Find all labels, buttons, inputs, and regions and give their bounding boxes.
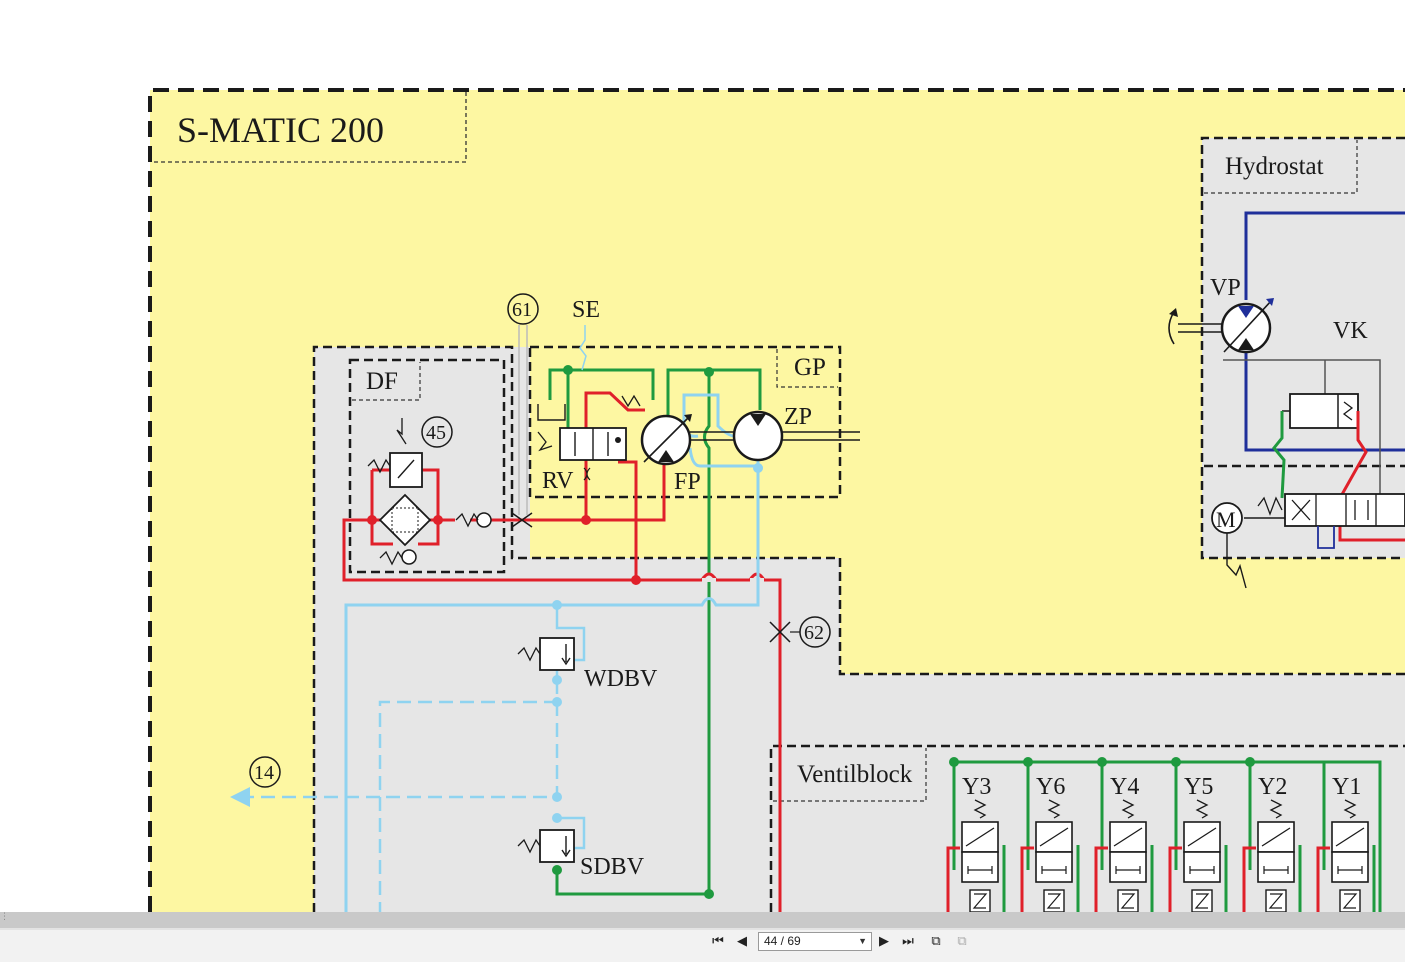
- resize-grip-icon[interactable]: ⋮: [0, 912, 9, 922]
- return-line: [688, 447, 760, 468]
- df-label: DF: [366, 368, 398, 395]
- next-page-icon[interactable]: ▶: [879, 933, 889, 949]
- two-page-view-icon[interactable]: ⧉: [957, 933, 967, 949]
- valve-label: Y3: [962, 774, 991, 800]
- first-page-icon[interactable]: ⏮: [712, 933, 724, 949]
- last-page-icon[interactable]: ⏭: [902, 933, 914, 949]
- return-line: [344, 466, 760, 912]
- marker-45: 45: [426, 422, 446, 444]
- rv-label: RV: [542, 468, 574, 494]
- page-number-value: 44 / 69: [764, 934, 801, 948]
- valve-y6: Y6: [1020, 757, 1080, 912]
- motor-label: M: [1216, 507, 1236, 532]
- control-line: [548, 368, 655, 400]
- hydrostat-line: [1244, 211, 1405, 300]
- gp-box: [528, 345, 842, 499]
- control-line: [666, 368, 762, 420]
- single-page-view-icon[interactable]: ⧉: [931, 933, 941, 949]
- lower-gray-area: [314, 347, 1405, 912]
- valve-label: Y5: [1184, 774, 1213, 800]
- fp-label: FP: [674, 469, 701, 495]
- zp-label: ZP: [784, 404, 812, 430]
- valve-stack: Y3 Y6 Y4 Y5 Y2 Y1: [946, 757, 1376, 912]
- zp-pump-symbol: [732, 410, 784, 462]
- valve-y2: Y2: [1242, 757, 1302, 912]
- valve-label: Y6: [1036, 774, 1065, 800]
- pressure-line: [618, 460, 638, 580]
- wdbv-label: WDBV: [584, 666, 658, 692]
- viewer-toolbar: [0, 912, 1405, 962]
- hydrostat-label: Hydrostat: [1225, 153, 1324, 180]
- gp-label: GP: [794, 354, 826, 381]
- valve-label: Y4: [1110, 774, 1139, 800]
- hydrostat-box: [1200, 136, 1405, 560]
- valve-label: Y2: [1258, 774, 1287, 800]
- marker-62: 62: [804, 622, 824, 644]
- lower-group-outline: [312, 345, 1405, 912]
- hydraulic-diagram: S-MATIC 200 DF GP Hydrostat Ventilblock …: [148, 88, 1405, 912]
- title-box: [154, 92, 467, 163]
- wdbv-valve-symbol: [539, 637, 575, 671]
- hydrostat-line: [1244, 352, 1405, 452]
- df-box: [348, 358, 506, 574]
- valve-y5: Y5: [1168, 757, 1228, 912]
- vk-label: VK: [1333, 318, 1368, 344]
- valve-y1: Y1: [1316, 762, 1376, 912]
- valve-y4: Y4: [1094, 757, 1154, 912]
- chevron-down-icon: ▼: [858, 936, 867, 946]
- marker-14: 14: [254, 762, 274, 784]
- page-number-select[interactable]: 44 / 69 ▼: [758, 932, 872, 951]
- ventilblock-label: Ventilblock: [797, 761, 913, 788]
- vp-label: VP: [1210, 275, 1241, 301]
- diagram-title: S-MATIC 200: [177, 110, 384, 150]
- se-label: SE: [572, 297, 600, 323]
- prev-page-icon[interactable]: ◀: [737, 933, 747, 949]
- ventilblock-box: [769, 744, 1405, 912]
- valve-label: Y1: [1332, 774, 1361, 800]
- outer-frame: [148, 88, 1405, 912]
- marker-61: 61: [512, 299, 532, 321]
- pressure-line: [512, 460, 666, 522]
- sdbv-valve-symbol: [539, 829, 575, 863]
- sdbv-label: SDBV: [580, 854, 645, 880]
- valve-y3: Y3: [946, 757, 1006, 912]
